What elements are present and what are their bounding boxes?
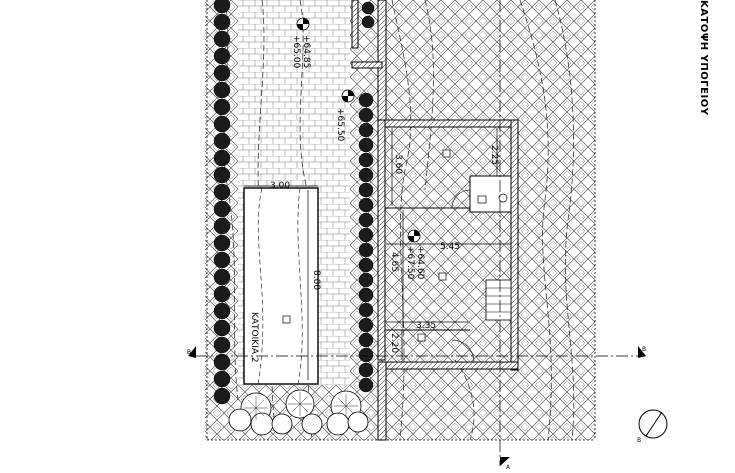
pool-width-label: 3.00 [270,181,290,191]
lower-width-label: 3.35 [416,321,436,331]
lower-depth-label: 2.20 [389,333,399,353]
tree-foliage [244,392,358,420]
pool-marker [282,315,291,324]
section-label-a: A [506,464,511,471]
basin-fixture [477,195,487,204]
room-marker-lower [417,333,426,342]
level-top-2: +65.00 [291,35,301,69]
walls [351,0,519,441]
room-width-label: 5.45 [440,242,460,252]
wc-fixture [498,193,508,203]
room-depth-label: 3.60 [393,154,403,174]
room-height-label: 4.65 [389,252,399,272]
level-marker-mid [341,89,355,103]
level-mid: +65.50 [335,108,345,142]
north-arrow-label: B [637,437,641,444]
drawing-title: ΚΑΤΟΨΗ ΥΠΟΓΕΙΟΥ [698,0,709,116]
section-label-b-left: B [187,349,191,356]
pool-length-label: 8.00 [311,270,321,290]
north-arrow [638,409,668,439]
level-room-1: +64.60 [415,246,425,280]
hedge-left [213,0,231,405]
corridor-label: 2.25 [489,145,499,165]
section-arrow-b-right [638,346,646,358]
terrain-right [383,0,595,440]
bathroom [469,175,512,213]
hedge-right [358,92,374,393]
hedge-top-right [361,1,375,29]
room-marker-upper [442,149,451,158]
section-arrow-a [500,457,510,466]
level-marker-room [407,229,421,243]
stair [485,279,512,321]
level-marker-top [296,17,310,31]
pool [243,187,319,385]
level-top-1: +64.85 [301,35,311,68]
section-arrow-b-left [188,346,196,358]
door-swing-lower [451,339,475,363]
level-room-2: +67.50 [405,246,415,280]
section-label-b-right: B [642,346,646,353]
stair-treads [486,287,511,313]
room-marker-middle [438,272,447,281]
pool-contour-2 [297,187,303,385]
unit-label: ΚΑΤΟΙΚΙΑ 2 [249,312,259,363]
pool-contour [257,187,264,385]
door-swing [451,189,471,209]
